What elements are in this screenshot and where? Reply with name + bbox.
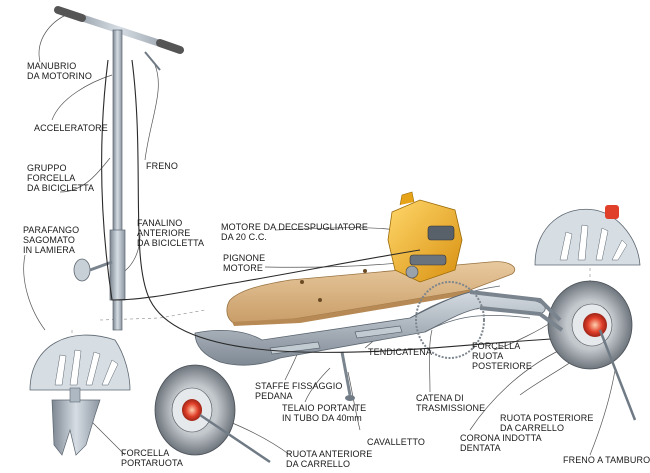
wooden-footboard xyxy=(226,260,516,326)
label-ruota-posteriore: RUOTA POSTERIORE DA CARRELLO xyxy=(500,413,594,433)
front-mudguard xyxy=(29,334,131,391)
label-acceleratore: ACCELERATORE xyxy=(34,123,108,133)
rear-fork xyxy=(469,290,564,332)
label-telaio: TELAIO PORTANTE IN TUBO DA 40mm xyxy=(282,403,367,423)
label-forcella-portaruota: FORCELLA PORTARUOTA xyxy=(121,448,184,468)
label-forcella-posteriore: FORCELLA RUOTA POSTERIORE xyxy=(472,341,533,371)
label-freno: FRENO xyxy=(146,161,178,171)
rear-mudguard xyxy=(534,205,641,266)
label-catena: CATENA DI TRASMISSIONE xyxy=(416,393,486,413)
headlight xyxy=(73,258,113,282)
label-manubrio: MANUBRIO DA MOTORINO xyxy=(27,61,92,81)
kickstand xyxy=(340,351,355,401)
label-fanalino: FANALINO ANTERIORE DA BICICLETTA xyxy=(137,218,205,248)
front-fork xyxy=(51,387,101,456)
label-motore: MOTORE DA DECESPUGLIATORE DA 20 C.C. xyxy=(221,222,369,242)
engine xyxy=(387,191,463,283)
chain xyxy=(415,281,485,359)
label-gruppo-forcella: GRUPPO FORCELLA DA BICICLETTA xyxy=(27,163,95,193)
label-cavalletto: CAVALLETTO xyxy=(367,437,426,447)
label-freno-tamburo: FRENO A TAMBURO xyxy=(563,455,650,465)
label-parafango: PARAFANGO SAGOMATO IN LAMIERA xyxy=(23,225,80,255)
label-pignone: PIGNONE MOTORE xyxy=(223,253,266,273)
label-corona: CORONA INDOTTA DENTATA xyxy=(460,433,542,453)
front-wheel xyxy=(154,364,271,464)
cables xyxy=(101,59,576,353)
label-staffe: STAFFE FISSAGGIO PEDANA xyxy=(255,381,343,401)
rear-wheel xyxy=(547,280,637,421)
label-tendicatena: TENDICATENA xyxy=(368,347,432,357)
label-ruota-anteriore: RUOTA ANTERIORE DA CARRELLO xyxy=(286,449,373,469)
steering-column xyxy=(109,29,126,331)
